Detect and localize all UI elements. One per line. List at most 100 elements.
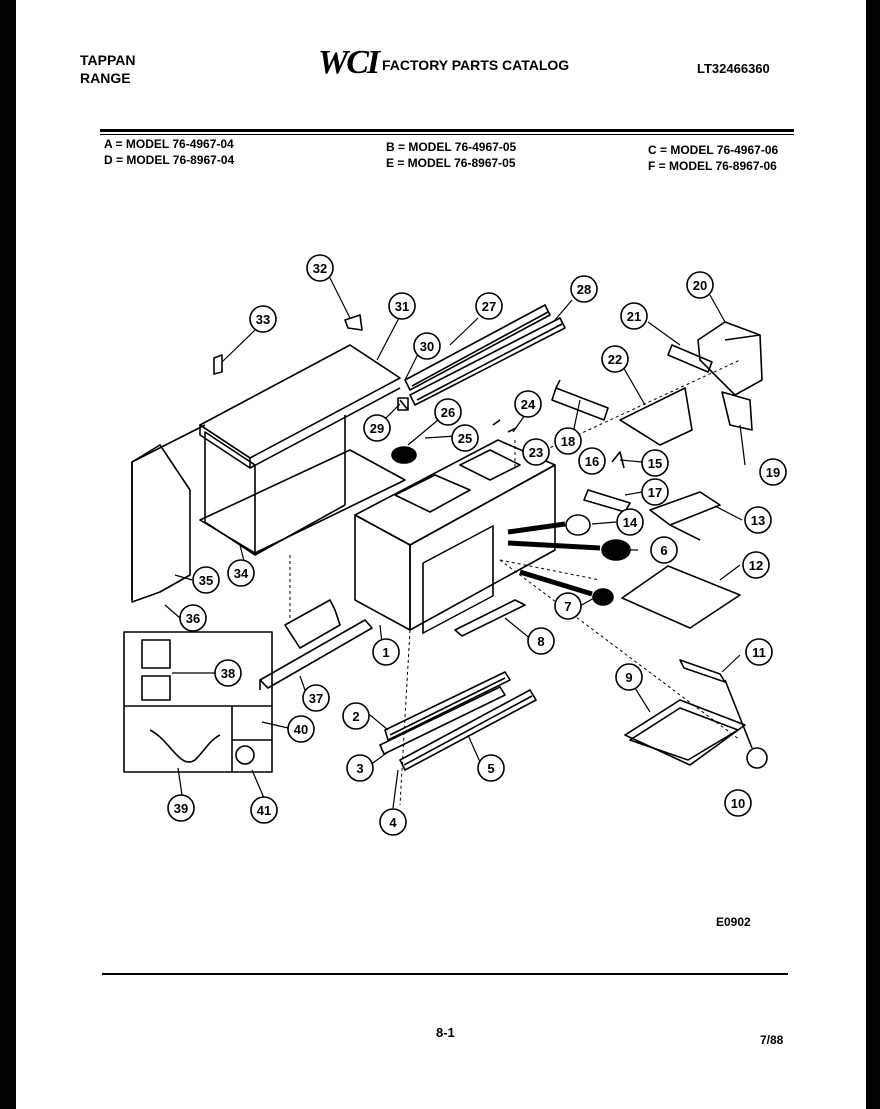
cabinet-back-box: [204, 431, 256, 556]
model-c: C = MODEL 76-4967-06: [648, 143, 779, 157]
callout-33: 33: [249, 305, 277, 333]
svg-text:23: 23: [529, 445, 543, 460]
svg-text:11: 11: [752, 645, 766, 660]
callout-23: 23: [522, 438, 550, 466]
svg-text:27: 27: [482, 299, 496, 314]
callout-22: 22: [601, 345, 629, 373]
plate-12: [621, 565, 741, 629]
broiler-rail-37: [259, 619, 373, 689]
callout-38: 38: [214, 659, 242, 687]
callout-32: 32: [306, 254, 334, 282]
svg-text:1: 1: [382, 645, 389, 660]
callout-36: 36: [179, 604, 207, 632]
callout-11: 11: [745, 638, 773, 666]
revision-date: 7/88: [760, 1033, 784, 1047]
brand-name: TAPPAN: [80, 52, 136, 68]
svg-text:14: 14: [623, 515, 638, 530]
svg-text:4: 4: [389, 815, 397, 830]
side-panel: [131, 444, 191, 603]
callout-15: 15: [641, 449, 669, 477]
callout-16: 16: [578, 447, 606, 475]
bracket-18: [551, 387, 609, 421]
callout-39: 39: [167, 794, 195, 822]
callout-31: 31: [388, 292, 416, 320]
callout-5: 5: [477, 754, 505, 782]
callout-14: 14: [616, 508, 644, 536]
callout-6: 6: [650, 536, 678, 564]
wci-logo: WCI: [318, 44, 380, 81]
svg-text:24: 24: [521, 397, 536, 412]
svg-text:22: 22: [608, 352, 622, 367]
page-number: 8-1: [436, 1025, 455, 1040]
svg-text:41: 41: [257, 803, 271, 818]
callout-34: 34: [227, 559, 255, 587]
svg-text:36: 36: [186, 611, 200, 626]
callout-8: 8: [527, 627, 555, 655]
callout-29: 29: [363, 414, 391, 442]
rail-8: [454, 599, 526, 637]
callout-27: 27: [475, 292, 503, 320]
svg-text:17: 17: [648, 485, 662, 500]
svg-text:29: 29: [370, 421, 384, 436]
svg-text:38: 38: [221, 666, 235, 681]
svg-text:35: 35: [199, 573, 213, 588]
oven-liner-top: [354, 439, 556, 546]
header-rule-thick: [100, 129, 794, 132]
part-6: [601, 539, 631, 561]
header-rule-thin: [100, 134, 794, 135]
catalog-page: [16, 0, 866, 1109]
callout-7: 7: [554, 592, 582, 620]
svg-text:37: 37: [309, 691, 323, 706]
svg-text:39: 39: [174, 801, 188, 816]
drawing-code: E0902: [716, 915, 751, 929]
callout-13: 13: [744, 506, 772, 534]
part-7: [592, 588, 614, 606]
svg-text:15: 15: [648, 456, 662, 471]
callout-24: 24: [514, 390, 542, 418]
model-b: B = MODEL 76-4967-05: [386, 140, 517, 154]
svg-text:40: 40: [294, 722, 308, 737]
svg-text:7: 7: [564, 599, 571, 614]
callout-17: 17: [641, 478, 669, 506]
oven-liner-side: [409, 464, 556, 631]
oven-liner-front: [354, 514, 411, 631]
rail-3: [379, 686, 506, 755]
callout-26: 26: [434, 398, 462, 426]
svg-text:31: 31: [395, 299, 409, 314]
knob-26: [391, 446, 417, 464]
svg-text:20: 20: [693, 278, 707, 293]
svg-text:10: 10: [731, 796, 745, 811]
callout-28: 28: [570, 275, 598, 303]
callout-35: 35: [192, 566, 220, 594]
svg-text:30: 30: [420, 339, 434, 354]
model-a: A = MODEL 76-4967-04: [104, 137, 234, 151]
scan-edge-right: [866, 0, 880, 1109]
bracket-21: [667, 344, 713, 373]
svg-text:25: 25: [458, 431, 472, 446]
svg-text:32: 32: [313, 261, 327, 276]
trim-strip-28: [409, 317, 566, 406]
model-d: D = MODEL 76-8967-04: [104, 153, 235, 167]
callouts: 1 2 3 4 5 6 7 8 9 10 11 12 13 14 15 16 1…: [167, 254, 787, 836]
element-10: [746, 747, 768, 769]
box-20: [697, 321, 763, 396]
svg-text:3: 3: [356, 761, 363, 776]
svg-text:18: 18: [561, 434, 575, 449]
bracket-11: [679, 659, 726, 683]
svg-text:28: 28: [577, 282, 591, 297]
svg-text:2: 2: [352, 709, 359, 724]
svg-text:33: 33: [256, 312, 270, 327]
callout-18: 18: [554, 427, 582, 455]
svg-text:26: 26: [441, 405, 455, 420]
svg-text:6: 6: [660, 543, 667, 558]
svg-text:8: 8: [537, 634, 544, 649]
callout-19: 19: [759, 458, 787, 486]
svg-text:34: 34: [234, 566, 249, 581]
bottom-shelf: [199, 449, 406, 554]
broiler-tray: [624, 699, 746, 766]
catalog-title: FACTORY PARTS CATALOG: [382, 57, 570, 73]
footer-rule: [102, 973, 788, 975]
callout-30: 30: [413, 332, 441, 360]
svg-text:5: 5: [487, 761, 494, 776]
